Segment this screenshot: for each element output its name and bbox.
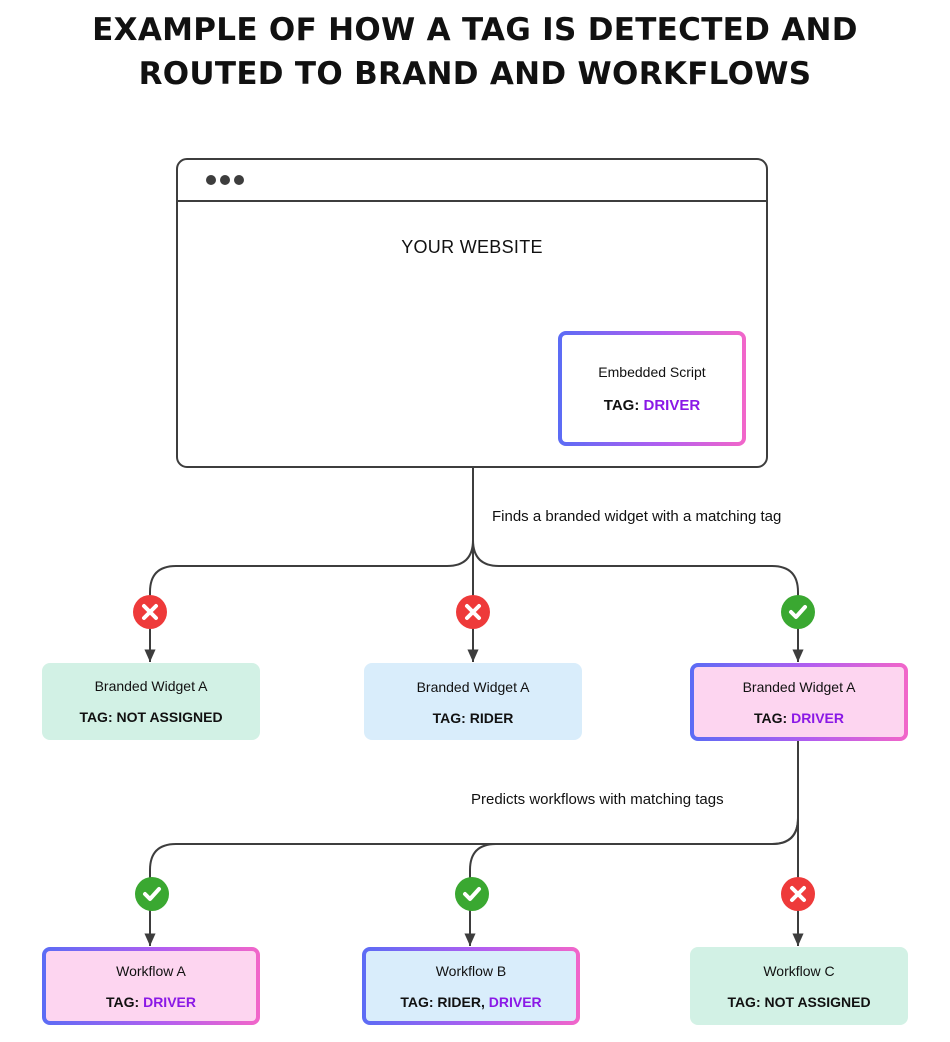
x-icon	[790, 886, 806, 902]
no-match-badge	[456, 595, 490, 629]
widget-name: Branded Widget A	[94, 678, 208, 694]
widget-card-2: Branded Widget A TAG: RIDER	[364, 663, 582, 740]
dot	[220, 175, 230, 185]
workflow-tag: TAG: NOT ASSIGNED	[690, 994, 908, 1010]
tag-prefix: TAG:	[432, 710, 470, 726]
workflow-name: Workflow C	[763, 963, 835, 979]
x-icon	[142, 604, 158, 620]
tag-highlight: DRIVER	[791, 710, 844, 726]
widget-card-1: Branded Widget A TAG: NOT ASSIGNED	[42, 663, 260, 740]
x-icon	[465, 604, 481, 620]
tag-highlight: DRIVER	[488, 994, 542, 1010]
tag-highlight: DRIVER	[143, 994, 196, 1010]
workflow-card-c: Workflow C TAG: NOT ASSIGNED	[690, 947, 908, 1025]
dot	[206, 175, 216, 185]
widget-tag: TAG: DRIVER	[694, 710, 904, 726]
edge-label-predict-workflows: Predicts workflows with matching tags	[471, 791, 724, 808]
match-badge	[135, 877, 169, 911]
check-icon	[789, 605, 807, 619]
browser-title-bar	[178, 160, 766, 202]
widget-name: Branded Widget A	[416, 679, 530, 695]
check-icon	[463, 887, 481, 901]
tag-plain: NOT ASSIGNED	[764, 994, 871, 1010]
embedded-script-name: Embedded Script	[598, 364, 706, 380]
dot	[234, 175, 244, 185]
branch-line-workflow-2	[464, 817, 799, 946]
widget-tag: TAG: RIDER	[364, 710, 582, 726]
workflow-name: Workflow A	[116, 963, 186, 979]
tag-value: DRIVER	[643, 397, 701, 414]
window-dots-icon	[206, 175, 244, 185]
tag-prefix: TAG:	[79, 709, 117, 725]
website-label: YOUR WEBSITE	[401, 237, 543, 257]
branch-line-widget-3	[472, 539, 804, 662]
workflow-card-a: Workflow A TAG: DRIVER	[42, 947, 260, 1025]
match-badge	[455, 877, 489, 911]
branch-line-widget-1	[144, 539, 474, 662]
workflow-card-b: Workflow B TAG: RIDER, DRIVER	[362, 947, 580, 1025]
embedded-script-box: Embedded Script TAG: DRIVER	[558, 331, 746, 446]
tag-prefix: TAG:	[106, 994, 144, 1010]
tag-plain: RIDER,	[437, 994, 489, 1010]
workflow-name: Workflow B	[435, 963, 507, 979]
workflow-tag: TAG: RIDER, DRIVER	[366, 994, 576, 1010]
no-match-badge	[133, 595, 167, 629]
edge-label-find-widget: Finds a branded widget with a matching t…	[492, 508, 782, 525]
title-line-1: EXAMPLE OF HOW A TAG IS DETECTED AND	[92, 12, 858, 48]
diagram-title: EXAMPLE OF HOW A TAG IS DETECTED AND ROU…	[0, 8, 950, 96]
match-badge	[781, 595, 815, 629]
title-line-2: ROUTED TO BRAND AND WORKFLOWS	[138, 56, 812, 92]
check-icon	[143, 887, 161, 901]
tag-plain: NOT ASSIGNED	[116, 709, 223, 725]
tag-prefix: TAG:	[754, 710, 792, 726]
tag-prefix: TAG:	[400, 994, 438, 1010]
tag-prefix: TAG:	[727, 994, 765, 1010]
no-match-badge	[781, 877, 815, 911]
tag-prefix: TAG:	[603, 397, 644, 414]
embedded-script-tag: TAG: DRIVER	[562, 397, 742, 414]
widget-tag: TAG: NOT ASSIGNED	[42, 709, 260, 725]
workflow-tag: TAG: DRIVER	[46, 994, 256, 1010]
widget-name: Branded Widget A	[742, 679, 856, 695]
widget-card-3: Branded Widget A TAG: DRIVER	[690, 663, 908, 741]
tag-plain: RIDER	[469, 710, 514, 726]
